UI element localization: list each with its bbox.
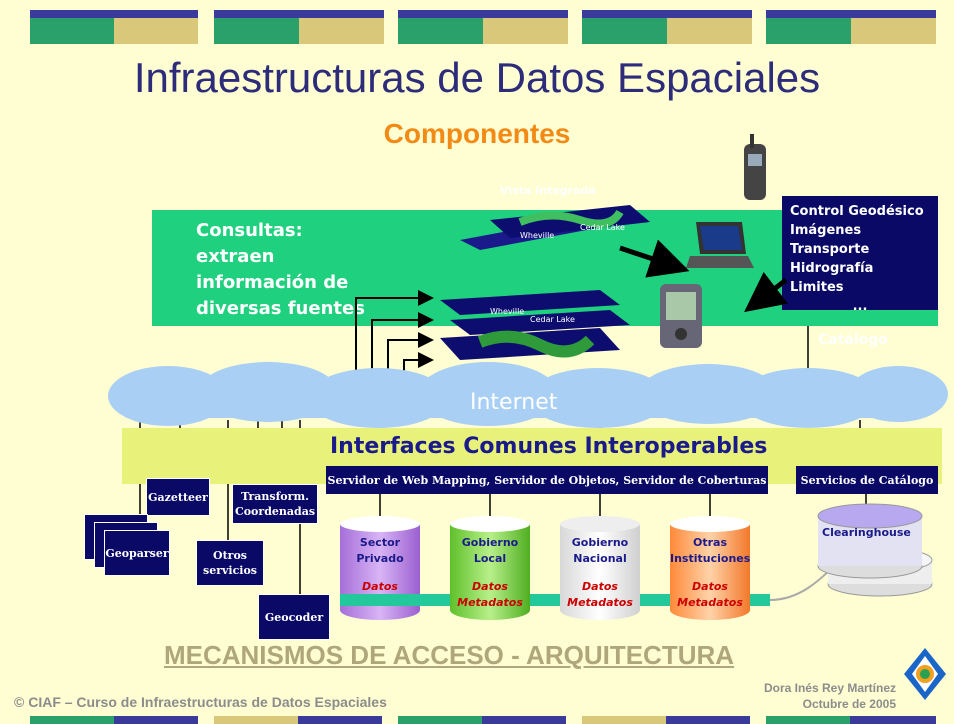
consultas-text: Consultas: extraen información de divers… — [196, 218, 365, 322]
db-label: Sector — [359, 536, 401, 549]
geoparser-box: Geoparser — [104, 530, 170, 576]
cedar-label: Cedar Lake — [580, 223, 625, 232]
geocoder-box: Geocoder — [258, 594, 330, 640]
slide-title: Infraestructuras de Datos Espaciales — [133, 54, 821, 101]
db-metadatos: Metadatos — [457, 596, 523, 609]
transform-box: Transform. Coordenadas — [232, 484, 318, 524]
db-label: Instituciones — [670, 552, 751, 565]
decor-segment — [398, 10, 568, 44]
theme-item: Imágenes — [790, 223, 862, 238]
otros-servicios-box: Otros servicios — [196, 540, 264, 586]
db-label: Nacional — [573, 552, 627, 565]
gps-device-icon — [744, 134, 766, 200]
ciaf-logo-icon — [904, 648, 946, 700]
laptop-icon — [686, 222, 754, 268]
consultas-line: información de — [196, 272, 349, 293]
decor-segment — [214, 10, 384, 44]
presentation-date: Octubre de 2005 — [802, 697, 896, 711]
layer-vista-label: Vista Integrada — [500, 184, 596, 197]
server-bar: Servidor de Web Mapping, Servidor de Obj… — [326, 466, 768, 494]
theme-item: Transporte — [790, 242, 870, 257]
slide-subtitle: Componentes — [383, 118, 571, 149]
interfaces-label: Interfaces Comunes Interoperables — [330, 434, 768, 459]
gazetteer-box: Gazetteer — [146, 478, 210, 516]
database-gobierno-local: Gobierno Local Datos Metadatos — [450, 516, 530, 626]
db-metadatos: Metadatos — [567, 596, 633, 609]
author-block: Dora Inés Rey Martínez Octubre de 2005 — [700, 680, 896, 712]
db-label: Otras — [692, 536, 727, 549]
db-label: Gobierno — [571, 536, 629, 549]
database-otras-instituciones: Otras Instituciones Datos Metadatos — [670, 516, 750, 626]
bottom-decor-bar — [30, 716, 936, 724]
database-sector-privado: Sector Privado Datos Metadatos — [340, 516, 420, 626]
catalog-services-bar: Servicios de Catálogo — [796, 466, 938, 494]
top-decor-bar — [0, 0, 954, 52]
internet-label: Internet — [470, 390, 558, 415]
database-gobierno-nacional: Gobierno Nacional Datos Metadatos — [560, 516, 640, 626]
theme-item: Control Geodésico — [790, 204, 924, 219]
pda-icon — [660, 284, 702, 348]
decor-segment — [30, 10, 198, 44]
db-datos: Datos — [692, 580, 728, 593]
wheville-label-2: Wheville — [490, 307, 524, 316]
db-metadatos: Metadatos — [677, 596, 743, 609]
internet-cloud — [108, 362, 948, 428]
catalogo-label: Catálogo — [818, 332, 888, 348]
metadata-band — [340, 594, 770, 606]
decor-segment — [582, 10, 752, 44]
data-themes-box: Control Geodésico Imágenes Transporte Hi… — [782, 196, 938, 314]
author-name: Dora Inés Rey Martínez — [763, 681, 896, 695]
theme-item: Limites — [790, 280, 844, 295]
wheville-label: Wheville — [520, 231, 554, 240]
db-datos: Datos — [582, 580, 618, 593]
theme-item: ... — [852, 299, 868, 314]
consultas-line: extraen — [196, 246, 275, 267]
theme-item: Hidrografía — [790, 261, 874, 276]
map-layers-graphic: Vista Integrada Wheville Cedar Lake Whev… — [440, 184, 650, 360]
architecture-caption: MECANISMOS DE ACCESO - ARQUITECTURA — [163, 640, 735, 670]
db-label: Local — [473, 552, 507, 565]
footer-text: © CIAF – Curso de Infraestructuras de Da… — [14, 694, 387, 710]
clearinghouse-label: Clearinghouse — [822, 526, 911, 539]
decor-segment — [766, 10, 936, 44]
cedar-label-2: Cedar Lake — [530, 315, 575, 324]
clearinghouse-stack: Clearinghouse — [817, 503, 933, 597]
db-label: Privado — [356, 552, 404, 565]
consultas-line: Consultas: — [196, 220, 303, 241]
consultas-line: diversas fuentes — [196, 298, 365, 319]
db-datos: Datos — [362, 580, 398, 593]
db-datos: Datos — [472, 580, 508, 593]
db-label: Gobierno — [461, 536, 519, 549]
